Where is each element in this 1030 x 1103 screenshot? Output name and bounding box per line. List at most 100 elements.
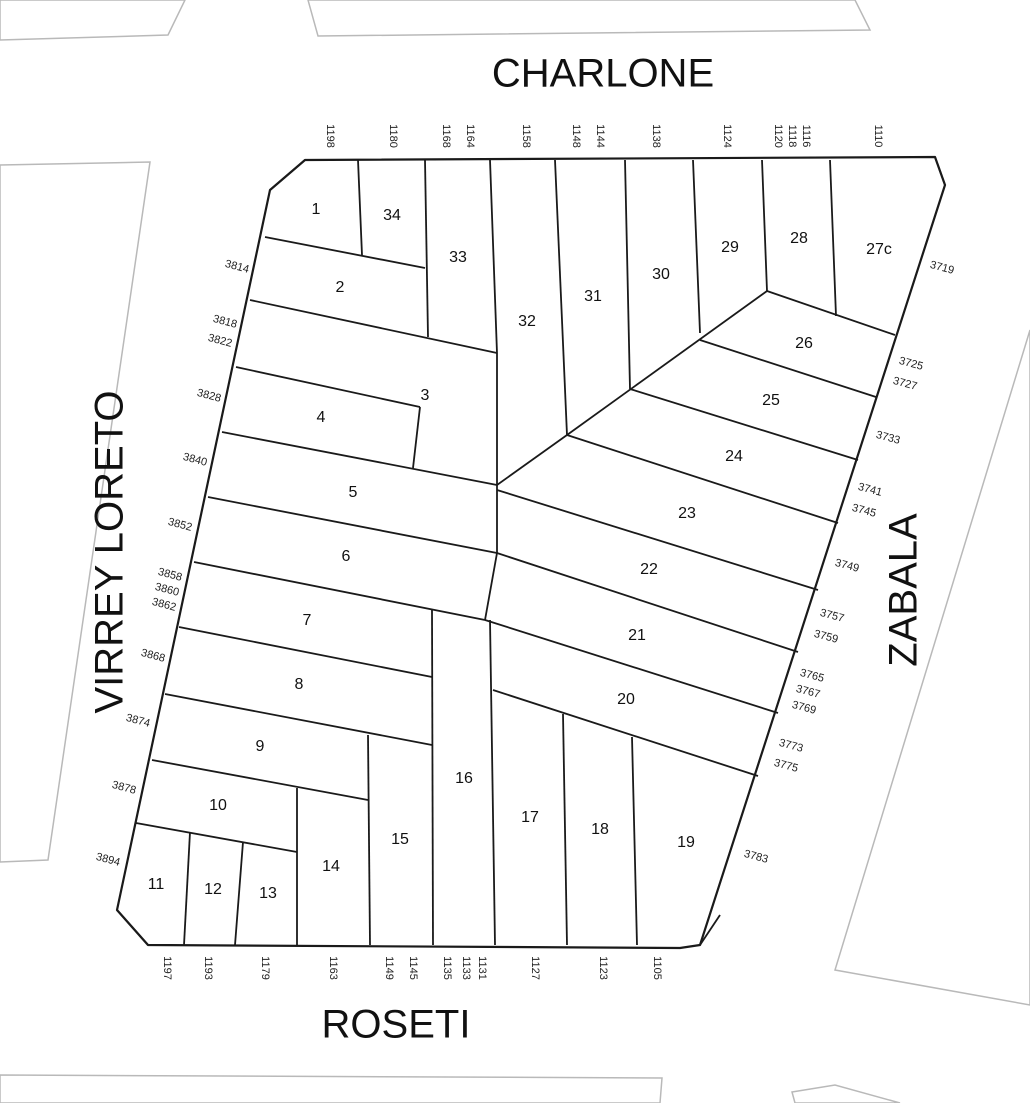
lot-line: [269, 159, 306, 191]
address-label: 3814: [224, 258, 251, 276]
lot-line: [624, 159, 631, 390]
address-label: 1118: [786, 125, 798, 148]
lot-line: [484, 552, 498, 621]
neighbor-block-north-center: [307, 0, 872, 37]
lot-division-lines: [116, 156, 946, 946]
lot-label-10: 10: [209, 797, 227, 814]
lot-line: [934, 156, 946, 186]
lot-label-1: 1: [312, 201, 321, 218]
lot-line: [264, 236, 426, 269]
address-label: 3745: [851, 502, 878, 520]
address-label: 1145: [407, 956, 419, 980]
address-label: 3765: [799, 667, 826, 685]
addresses-zabala: 3719 3725 3727 3733 3741 3745 3749 3757 …: [743, 259, 956, 866]
lot-label-26: 26: [795, 335, 813, 352]
lot-label-29: 29: [721, 239, 739, 256]
address-label: 3822: [207, 332, 234, 350]
lot-label-16: 16: [455, 770, 473, 787]
address-label: 3862: [151, 596, 178, 614]
lot-line: [699, 914, 721, 946]
street-label-virrey-loreto: VIRREY LORETO: [88, 390, 132, 713]
address-label: 1138: [650, 124, 662, 148]
lot-line: [496, 434, 568, 486]
address-label: 1149: [383, 956, 395, 980]
lot-labels: 1 34 33 2 32 31 30 29 28 27c 26 25 3 4 2…: [148, 201, 892, 902]
lot-line: [496, 489, 819, 591]
address-label: 3868: [140, 647, 167, 665]
street-label-zabala: ZABALA: [882, 513, 926, 667]
lot-line: [631, 736, 638, 946]
lot-line: [566, 434, 839, 524]
address-label: 3773: [778, 737, 805, 755]
lot-label-33: 33: [449, 249, 467, 266]
street-label-charlone: CHARLONE: [492, 52, 714, 96]
address-label: 1120: [772, 124, 784, 148]
lot-label-27c: 27c: [866, 241, 892, 258]
block-outline: [115, 155, 947, 950]
lot-line: [699, 339, 877, 398]
lot-line: [554, 159, 568, 436]
lot-line: [492, 689, 759, 777]
lot-line: [692, 159, 701, 334]
lot-label-5: 5: [349, 484, 358, 501]
address-label: 1164: [464, 124, 476, 148]
lot-label-34: 34: [383, 207, 401, 224]
lot-line: [562, 713, 568, 946]
lot-line: [489, 159, 498, 354]
address-label: 3733: [875, 429, 902, 447]
address-label: 3725: [898, 355, 925, 373]
address-label: 1193: [202, 956, 214, 980]
lot-line: [412, 406, 421, 469]
address-label: 3818: [212, 313, 239, 331]
lot-line: [566, 290, 768, 436]
lot-line: [178, 626, 433, 678]
lot-label-9: 9: [256, 738, 265, 755]
address-label: 1135: [441, 956, 453, 980]
address-label: 1163: [327, 956, 339, 980]
lot-line: [193, 561, 486, 621]
address-label: 3852: [167, 516, 194, 534]
neighbor-block-south-left: [0, 1074, 663, 1103]
address-label: 1197: [161, 956, 173, 980]
address-label: 1180: [387, 124, 399, 148]
address-label: 3727: [892, 375, 919, 393]
lot-label-23: 23: [678, 505, 696, 522]
address-label: 3783: [743, 848, 770, 866]
address-label: 1116: [800, 125, 812, 148]
lot-label-4: 4: [317, 409, 326, 426]
lot-line: [829, 159, 837, 317]
lot-line: [424, 159, 429, 338]
neighbor-block-west: [0, 161, 151, 863]
lot-label-18: 18: [591, 821, 609, 838]
lot-line: [235, 366, 421, 408]
address-label: 3767: [795, 683, 822, 701]
lot-label-31: 31: [584, 288, 602, 305]
address-label: 1133: [460, 956, 472, 980]
address-label: 1198: [324, 124, 336, 148]
lot-line: [164, 693, 433, 746]
lot-label-21: 21: [628, 627, 646, 644]
lot-label-6: 6: [342, 548, 351, 565]
address-label: 1148: [570, 124, 582, 148]
address-label: 1144: [594, 124, 606, 148]
lot-line: [249, 299, 498, 354]
lot-line: [183, 831, 191, 946]
address-label: 3719: [929, 259, 956, 277]
neighbor-block-north-left: [0, 0, 186, 41]
street-labels: CHARLONE ROSETI VIRREY LORETO ZABALA: [88, 52, 926, 1047]
address-label: 3894: [95, 851, 122, 869]
address-label: 3775: [773, 757, 800, 775]
lot-line: [151, 759, 369, 801]
lot-label-2: 2: [336, 279, 345, 296]
address-label: 1123: [597, 956, 609, 980]
lot-label-32: 32: [518, 313, 536, 330]
lot-line: [766, 290, 896, 336]
lot-line: [489, 619, 496, 946]
lot-label-24: 24: [725, 448, 743, 465]
lot-line: [629, 388, 859, 461]
address-label: 3757: [819, 607, 846, 625]
lot-label-17: 17: [521, 809, 539, 826]
lot-line: [234, 841, 244, 946]
